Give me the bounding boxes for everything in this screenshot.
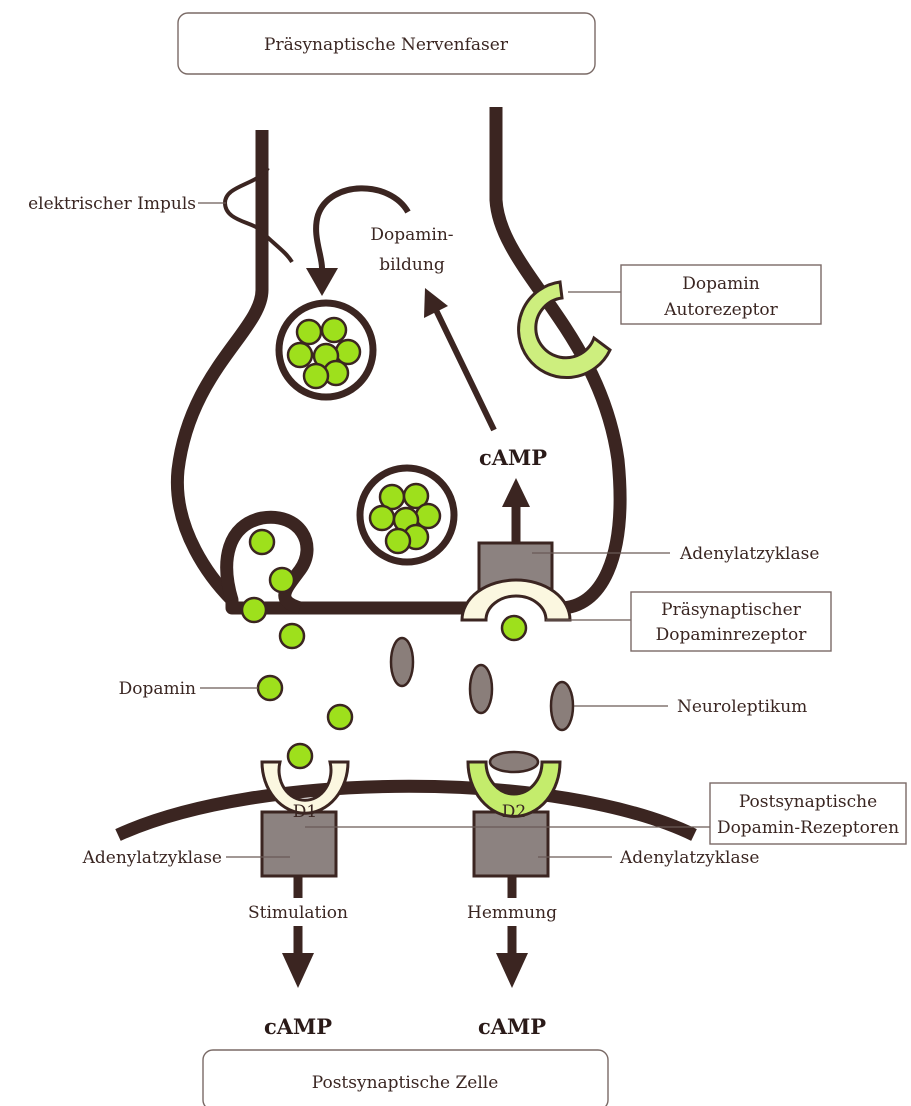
postsynaptic-receptors-label-1: Postsynaptische — [739, 792, 877, 812]
presynaptic-receptor-label-2: Dopaminrezeptor — [656, 625, 808, 645]
postsynaptic-cell-label: Postsynaptische Zelle — [312, 1073, 499, 1093]
inhibition-arrowhead — [496, 953, 528, 988]
dopamine-bound-presynaptic — [502, 616, 526, 640]
stimulation-label: Stimulation — [248, 903, 348, 923]
camp-to-synthesis-arrow — [436, 310, 494, 430]
postsynaptic-membrane — [118, 786, 694, 835]
camp-presynaptic-label: cAMP — [479, 445, 547, 470]
vesicle-lower — [360, 468, 454, 562]
neuroleptic-bound-d2 — [490, 752, 538, 772]
vesicle-upper — [279, 303, 373, 397]
camp-right-label: cAMP — [478, 1014, 546, 1039]
autoreceptor-label-2: Autorezeptor — [663, 300, 778, 320]
d1-label: D1 — [293, 802, 317, 822]
neuroleptic-label: Neuroleptikum — [677, 697, 807, 717]
stimulation-arrowhead — [282, 953, 314, 988]
adenylate-cyclase-left-label: Adenylatzyklase — [82, 848, 222, 868]
camp-left-label: cAMP — [264, 1014, 332, 1039]
adenylate-cyclase-pre-label: Adenylatzyklase — [679, 544, 819, 564]
autoreceptor-label-1: Dopamin — [682, 274, 759, 294]
dopamine-synthesis-label-2: bildung — [379, 255, 445, 275]
postsynaptic-receptors-label-2: Dopamin-Rezeptoren — [717, 818, 899, 838]
dopamine-synthesis-label-1: Dopamin- — [370, 225, 453, 245]
electric-impulse-label: elektrischer Impuls — [28, 194, 196, 214]
d2-label: D2 — [502, 802, 526, 822]
inhibition-label: Hemmung — [467, 903, 557, 923]
adenylate-cyclase-right-label: Adenylatzyklase — [619, 848, 759, 868]
dopamine-label: Dopamin — [119, 679, 196, 699]
synthesis-arrowhead — [306, 268, 338, 296]
presynaptic-camp-arrowhead — [502, 478, 530, 507]
neuroleptic-molecules — [391, 638, 573, 730]
presynaptic-fiber-label: Präsynaptische Nervenfaser — [264, 35, 509, 55]
presynaptic-receptor-label-1: Präsynaptischer — [661, 600, 802, 620]
